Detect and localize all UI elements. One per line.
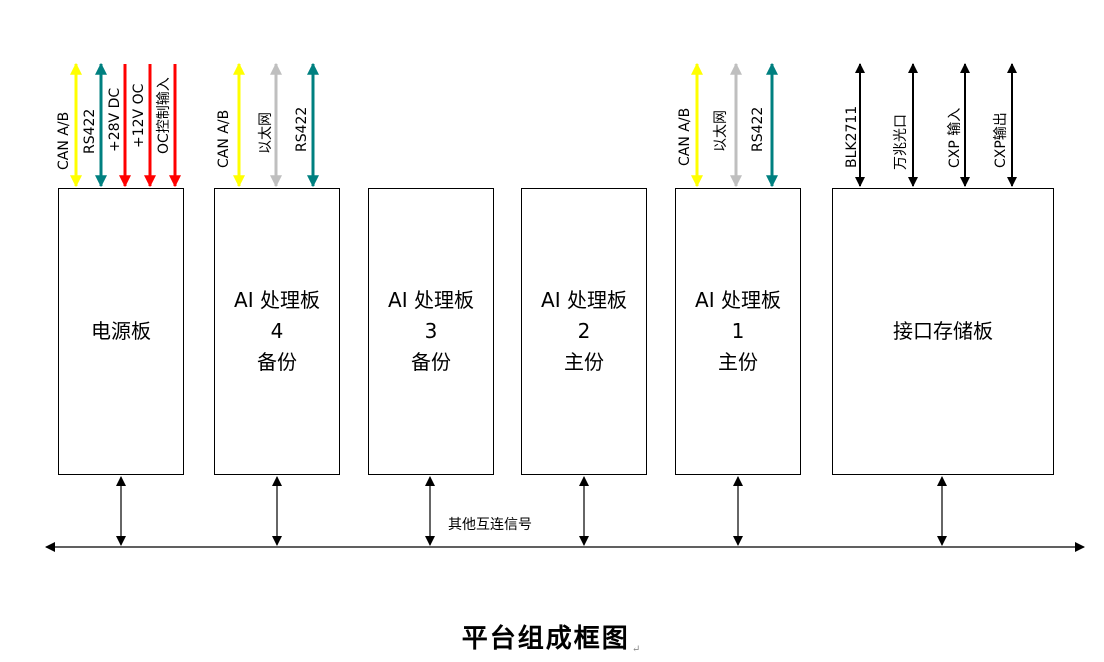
board-ai-2-line-3: 主份 xyxy=(564,350,604,374)
signal-label-can-power: CAN A/B xyxy=(56,111,72,170)
signal-label-cxp-out: CXP输出 xyxy=(993,112,1009,168)
signal-label-10g-optical: 万兆光口 xyxy=(893,114,909,170)
signal-label-rs422-power: RS422 xyxy=(82,108,98,154)
board-interface-storage-label: 接口存储板 xyxy=(893,319,993,343)
board-ai-3-line-1: AI 处理板 xyxy=(388,288,474,312)
board-ai-2-line-1: AI 处理板 xyxy=(541,288,627,312)
board-ai-3-line-2: 3 xyxy=(424,319,438,343)
signal-label-oc-ctrl: OC控制输入 xyxy=(156,77,172,154)
board-power: 电源板 xyxy=(58,188,184,475)
return-mark-icon: ↵ xyxy=(631,644,643,655)
board-ai-4: AI 处理板 4 备份 xyxy=(214,188,340,475)
board-ai-2-line-2: 2 xyxy=(577,319,591,343)
board-ai-1-line-1: AI 处理板 xyxy=(695,288,781,312)
board-ai-4-line-1: AI 处理板 xyxy=(234,288,320,312)
board-ai-1-line-2: 1 xyxy=(731,319,745,343)
signal-label-eth-ai1: 以太网 xyxy=(713,110,729,152)
bus-label: 其他互连信号 xyxy=(444,514,536,534)
signal-label-cxp-in: CXP 输入 xyxy=(947,107,963,168)
signal-label-rs422-ai1: RS422 xyxy=(750,106,766,152)
board-ai-2: AI 处理板 2 主份 xyxy=(521,188,647,475)
signal-arrows xyxy=(70,62,1017,188)
board-ai-4-line-2: 4 xyxy=(270,319,284,343)
diagram-title: 平台组成框图↵ xyxy=(0,618,1104,655)
board-interface-storage: 接口存储板 xyxy=(832,188,1054,475)
board-power-label: 电源板 xyxy=(91,319,151,343)
signal-label-can-ai1: CAN A/B xyxy=(677,107,693,166)
board-ai-1: AI 处理板 1 主份 xyxy=(675,188,801,475)
diagram-title-text: 平台组成框图 xyxy=(461,624,630,654)
signal-label-12v: +12V OC xyxy=(131,83,147,148)
signal-label-blk2711: BLK2711 xyxy=(844,105,860,168)
board-ai-3: AI 处理板 3 备份 xyxy=(368,188,494,475)
board-ai-4-line-3: 备份 xyxy=(257,350,297,374)
signal-label-rs422-ai4: RS422 xyxy=(294,106,310,152)
signal-label-28v: +28V DC xyxy=(107,87,123,152)
signal-label-eth-ai4: 以太网 xyxy=(258,112,274,154)
board-ai-1-line-3: 主份 xyxy=(718,350,758,374)
signal-label-can-ai4: CAN A/B xyxy=(216,109,232,168)
board-ai-3-line-3: 备份 xyxy=(411,350,451,374)
